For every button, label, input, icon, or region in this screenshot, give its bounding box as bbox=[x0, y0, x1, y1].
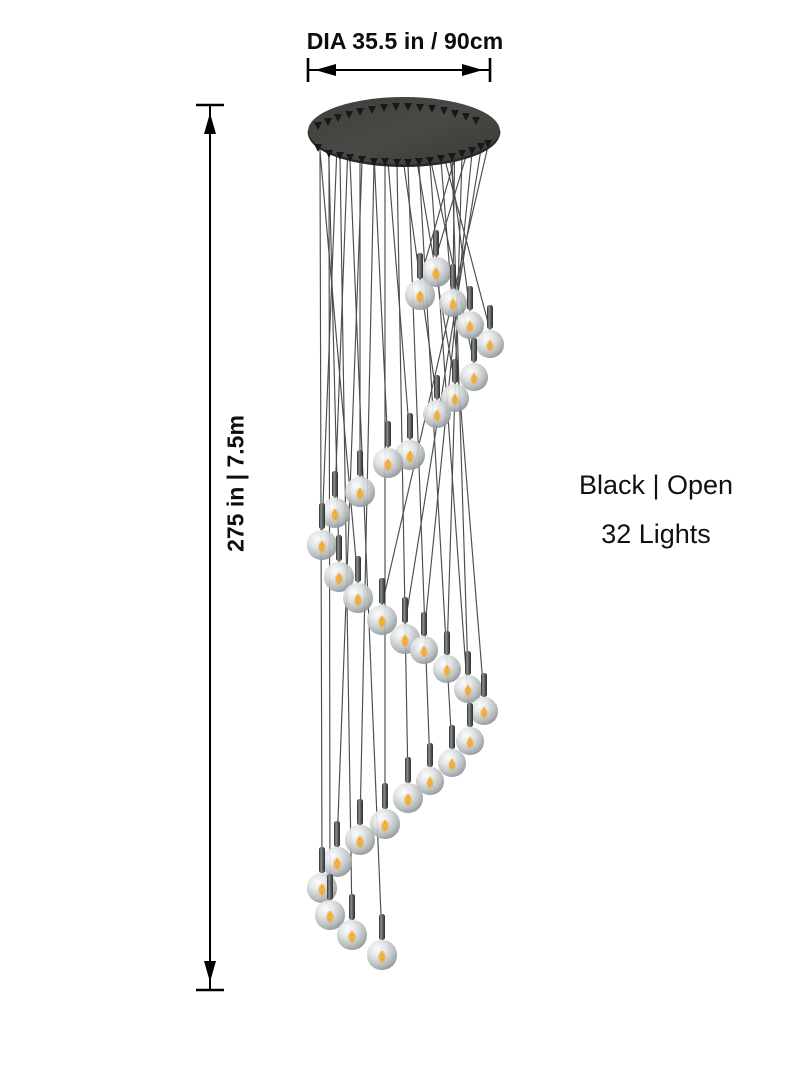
diameter-dimension-label: DIA 35.5 in / 90cm bbox=[306, 28, 504, 54]
specification-block: Black | Open 32 Lights bbox=[530, 472, 782, 548]
pendant-light bbox=[454, 651, 482, 703]
pendant-light bbox=[460, 338, 488, 391]
pendant-light bbox=[343, 556, 373, 613]
pendant-light bbox=[370, 783, 400, 839]
pendant-cables bbox=[317, 108, 491, 941]
pendant-light bbox=[393, 757, 423, 813]
ceiling-canopy bbox=[307, 97, 501, 167]
pendant-light bbox=[405, 253, 435, 310]
pendant-light bbox=[441, 359, 469, 412]
pendant-light bbox=[337, 894, 367, 950]
pendant-light bbox=[421, 230, 451, 287]
pendant-light bbox=[324, 535, 354, 592]
horizontal-dimension-line bbox=[306, 58, 492, 82]
pendant-light bbox=[416, 743, 444, 795]
finish-spec-text: Black | Open bbox=[578, 470, 734, 500]
pendant-light bbox=[345, 450, 375, 507]
pendant-light bbox=[307, 503, 337, 560]
pendant-light bbox=[373, 421, 403, 478]
pendant-light bbox=[315, 874, 345, 930]
pendant-light bbox=[456, 286, 484, 339]
pendant-light bbox=[367, 578, 397, 635]
pendant-light bbox=[433, 631, 461, 683]
light-count-spec-text: 32 Lights bbox=[601, 519, 711, 549]
pendant-light bbox=[476, 305, 504, 358]
pendant-light bbox=[438, 725, 466, 777]
pendant-light bbox=[367, 914, 397, 970]
cable-anchor-points bbox=[314, 103, 492, 167]
vertical-dimension-line bbox=[196, 103, 224, 992]
pendant-light bbox=[320, 471, 350, 528]
pendant-light bbox=[423, 375, 451, 428]
pendant-light bbox=[456, 703, 484, 755]
pendant-light bbox=[470, 673, 498, 725]
pendant-light bbox=[439, 264, 467, 317]
pendant-lights bbox=[307, 230, 504, 970]
pendant-light bbox=[345, 799, 375, 855]
pendant-light bbox=[410, 612, 438, 664]
pendant-light bbox=[322, 821, 352, 877]
